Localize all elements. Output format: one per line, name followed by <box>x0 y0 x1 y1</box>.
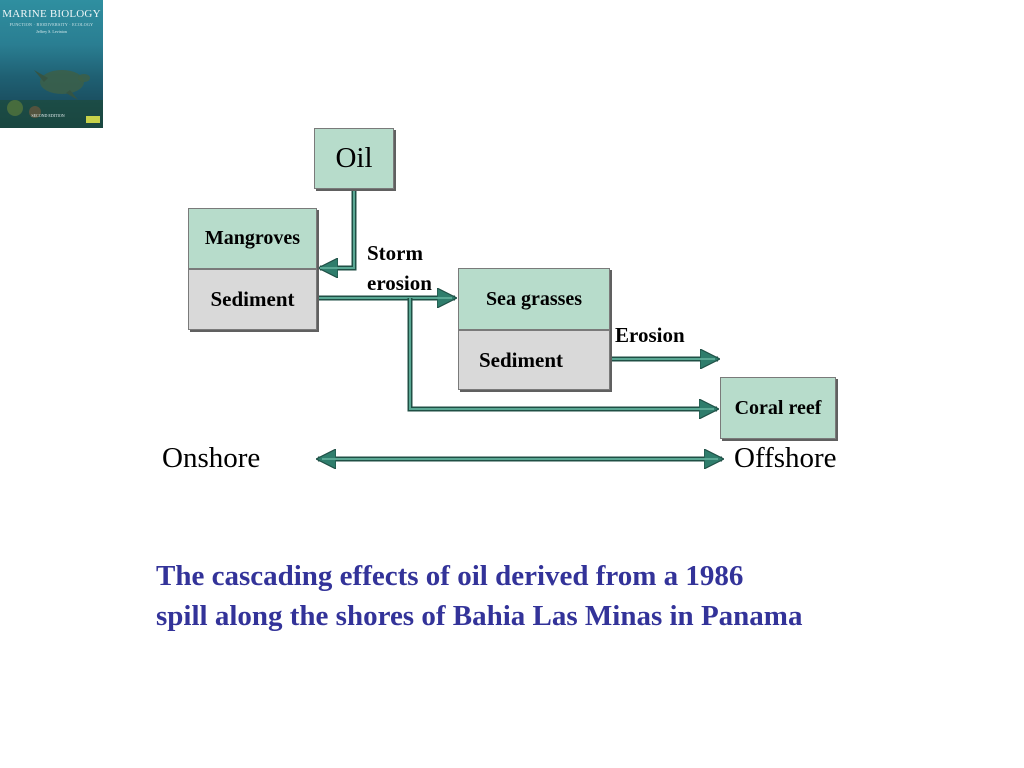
slide-caption: The cascading effects of oil derived fro… <box>156 556 802 636</box>
erosion-label: Erosion <box>615 323 685 347</box>
caption-line-2: spill along the shores of Bahia Las Mina… <box>156 600 803 633</box>
cover-title: MARINE BIOLOGY <box>2 8 101 20</box>
seagrass-sediment-box: Sediment <box>458 330 610 390</box>
cover-subtitle: FUNCTION · BIODIVERSITY · ECOLOGY <box>9 22 94 27</box>
sea-turtle-illustration <box>0 70 103 128</box>
mangrove-sediment-label: Sediment <box>210 287 295 311</box>
sea-grasses-box: Sea grasses <box>458 268 610 330</box>
oil-to-mangroves-arrow <box>320 189 357 268</box>
oil-label: Oil <box>335 142 373 174</box>
mangroves-box: Mangroves <box>188 208 317 269</box>
book-cover-image: MARINE BIOLOGY FUNCTION · BIODIVERSITY ·… <box>0 0 103 128</box>
coral-reef-label: Coral reef <box>734 396 822 419</box>
mangrove-sediment-box: Sediment <box>188 269 317 330</box>
storm-erosion-label: Storm erosion <box>367 241 432 296</box>
publisher-logo <box>86 116 100 123</box>
caption-line-1: The cascading effects of oil derived fro… <box>156 560 744 592</box>
mangroves-label: Mangroves <box>204 227 301 249</box>
sea-grasses-label: Sea grasses <box>485 287 583 310</box>
cover-author: Jeffrey S. Levinton <box>36 29 67 34</box>
cover-edition: SECOND EDITION <box>31 113 65 118</box>
offshore-label: Offshore <box>734 442 837 474</box>
seagrass-sediment-label: Sediment <box>479 347 563 372</box>
coral-reef-box: Coral reef <box>720 377 836 439</box>
oil-box: Oil <box>314 128 394 189</box>
onshore-label: Onshore <box>162 442 261 474</box>
